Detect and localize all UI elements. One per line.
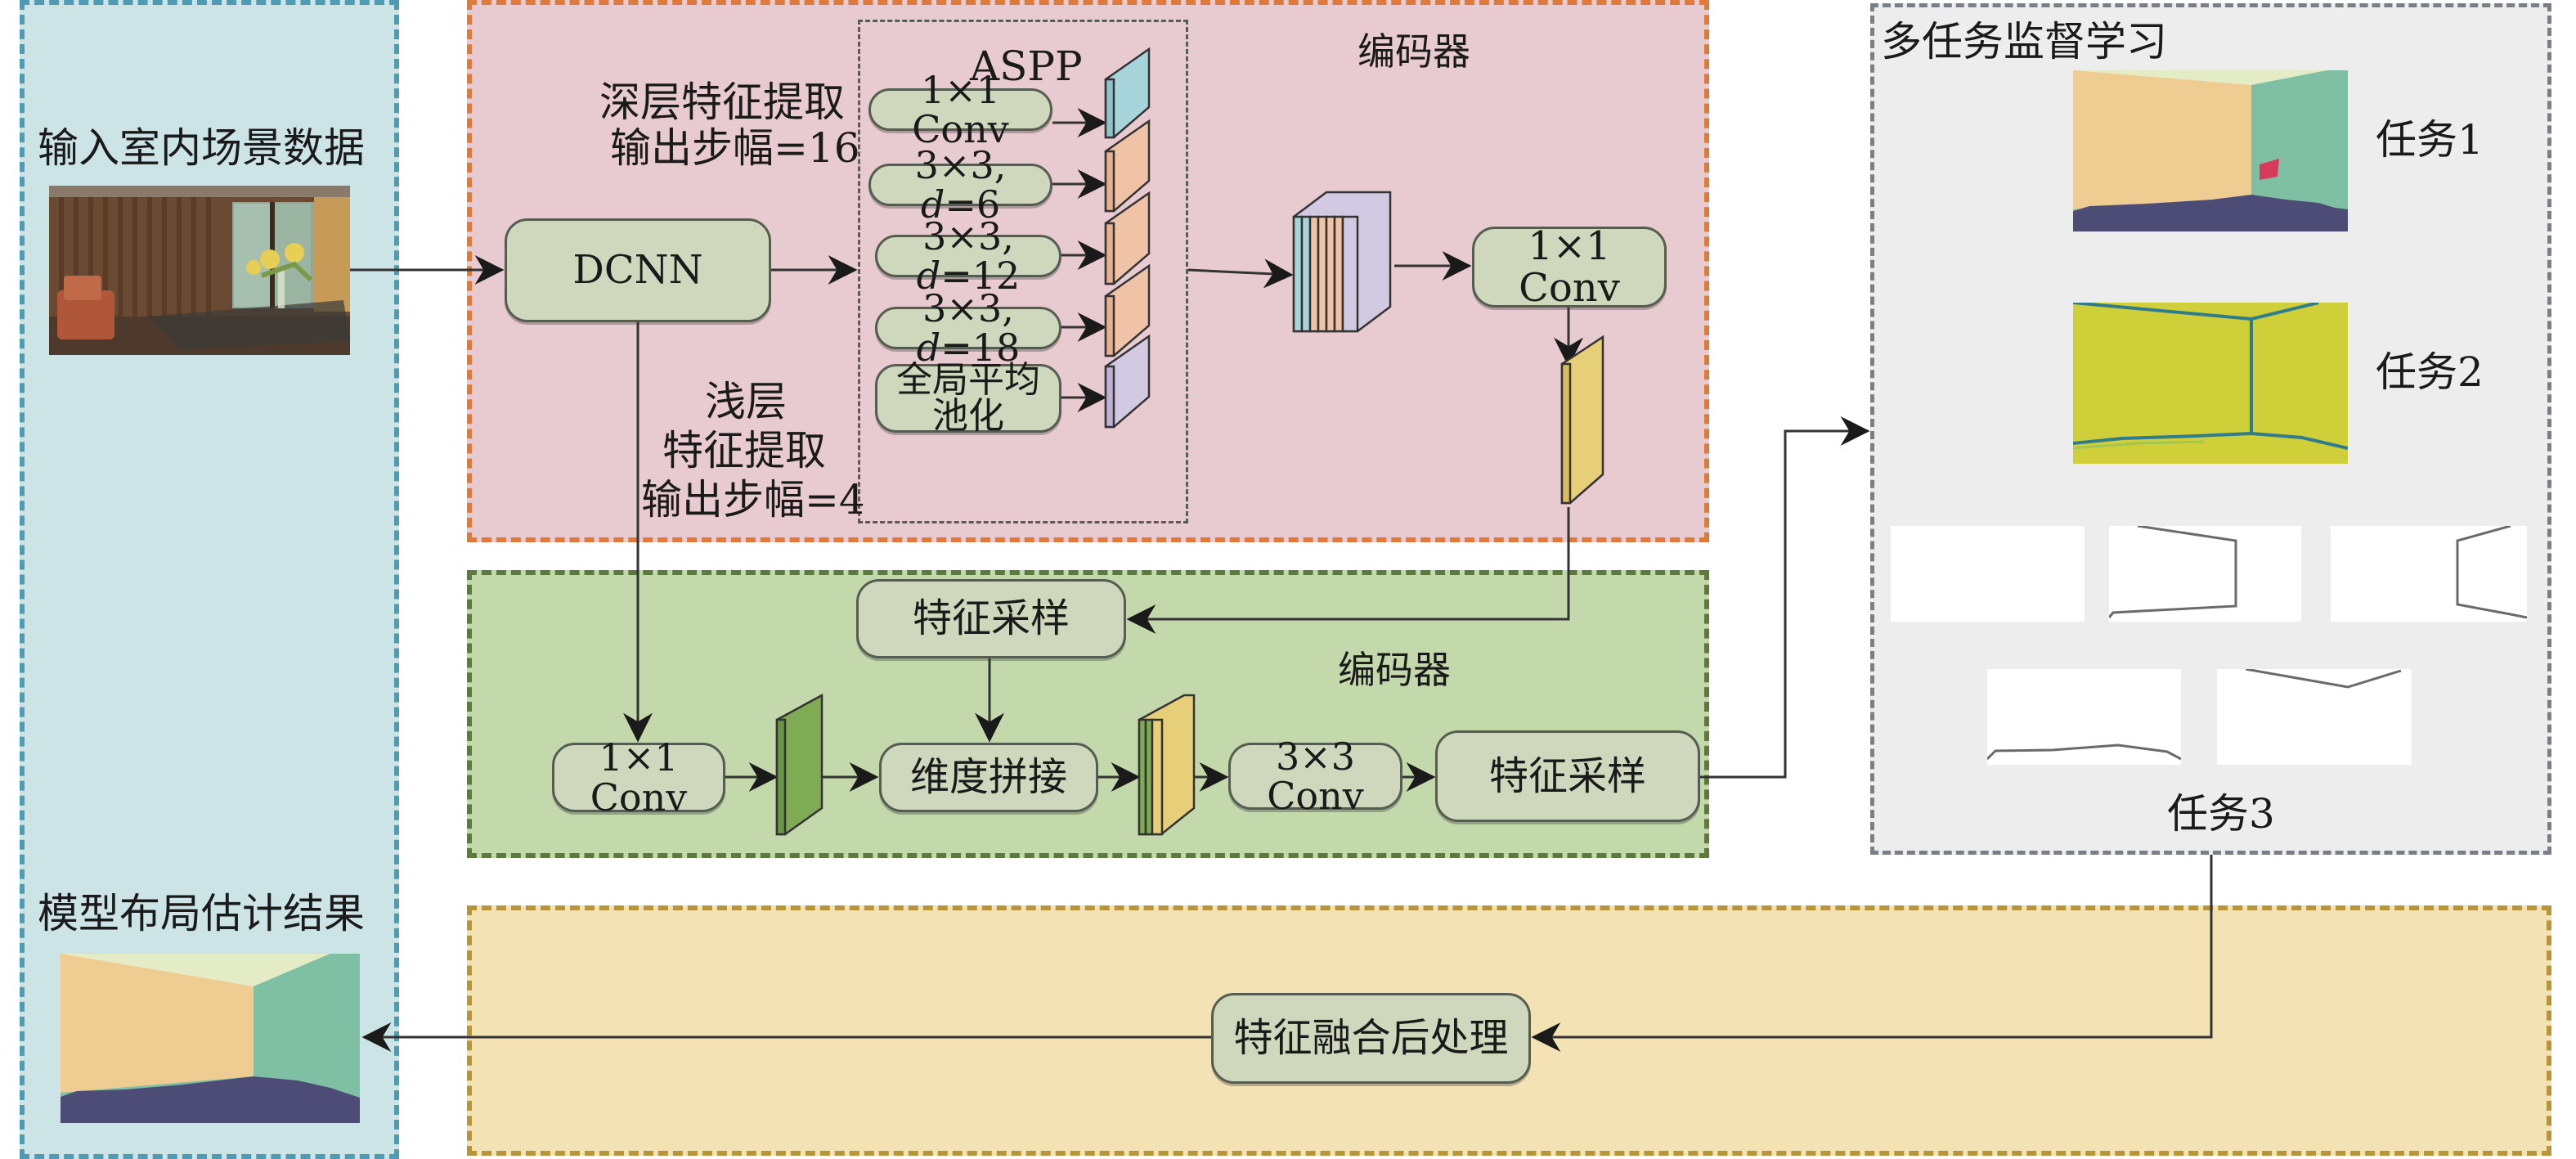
task1-label: 任务1 — [2376, 116, 2484, 164]
decoder-3x3-conv-box: 3×3 Conv — [1228, 737, 1402, 815]
aspp-branch-label: 3×3, d=12 — [916, 213, 1021, 298]
aspp-branch-label: 3×3, d=6 — [914, 142, 1007, 227]
shallow-feature-label-2: 特征提取 — [662, 427, 826, 474]
task1-segmentation-image — [2073, 70, 2348, 231]
decoder-1x1-conv-box: 1×1 Conv — [552, 738, 725, 817]
task2-label: 任务2 — [2376, 348, 2484, 396]
dcnn-box: DCNN — [505, 218, 771, 322]
aspp-branch-label: 全局平均池化 — [896, 359, 1040, 437]
aspp-branch-label: 3×3, d=18 — [916, 285, 1021, 370]
aspp-branch-label: 1×1 Conv — [912, 67, 1009, 151]
deep-feature-label-1: 深层特征提取 — [599, 79, 845, 126]
task3-line-map-1 — [1891, 526, 2085, 622]
indoor-scene-photo-icon — [49, 186, 350, 355]
decoder-title: 编码器 — [1338, 648, 1451, 692]
result-layout-image — [61, 954, 360, 1123]
deep-feature-label-2: 输出步幅=16 — [610, 124, 860, 172]
multitask-title: 多任务监督学习 — [1881, 18, 2167, 65]
input-photo — [49, 186, 350, 355]
encoder-1x1-conv-box: 1×1 Conv — [1472, 223, 1667, 311]
dcnn-label: DCNN — [572, 247, 703, 294]
arrow-decoder-to-multitask — [1700, 416, 1870, 779]
aspp-branch-global-pooling: 全局平均池化 — [875, 359, 1061, 437]
aspp-module-box — [858, 20, 1188, 523]
aspp-title: ASPP — [970, 43, 1083, 90]
conv1-label: 1×1 Conv — [590, 735, 688, 820]
encoder-conv-label: 1×1 Conv — [1519, 223, 1620, 311]
shallow-feature-label-3: 输出步幅=4 — [641, 476, 865, 523]
task1-segmentation-icon — [2073, 70, 2348, 231]
layout-segmentation-icon — [61, 954, 360, 1123]
input-title: 输入室内场景数据 — [38, 124, 365, 172]
concat-label: 维度拼接 — [909, 754, 1067, 801]
upsample-out-label: 特征采样 — [1488, 752, 1646, 799]
task3-line-map-3 — [2331, 526, 2527, 622]
aspp-branch-d6: 3×3, d=6 — [868, 146, 1052, 224]
upsample-label: 特征采样 — [912, 595, 1070, 642]
decoder-output-upsample-box: 特征采样 — [1435, 730, 1700, 822]
fusion-postprocess-box: 特征融合后处理 — [1211, 993, 1531, 1084]
aspp-branch-d18: 3×3, d=18 — [875, 289, 1061, 367]
conv3-label: 3×3 Conv — [1267, 734, 1364, 818]
aspp-branch-1x1-conv: 1×1 Conv — [868, 70, 1052, 149]
task3-line-map-5 — [2217, 669, 2412, 765]
task3-line-map-4 — [1987, 669, 2181, 765]
decoder-upsample-box: 特征采样 — [856, 579, 1126, 658]
task2-edge-image — [2073, 303, 2348, 464]
concat-box: 维度拼接 — [879, 743, 1098, 812]
encoder-title: 编码器 — [1358, 29, 1470, 74]
task3-label: 任务3 — [2167, 790, 2275, 838]
aspp-branch-d12: 3×3, d=12 — [875, 217, 1061, 295]
shallow-feature-label-1: 浅层 — [705, 378, 787, 425]
fusion-label: 特征融合后处理 — [1233, 1015, 1509, 1062]
result-title: 模型布局估计结果 — [38, 890, 365, 937]
task3-line-map-2 — [2109, 526, 2301, 622]
task2-edge-map-icon — [2073, 303, 2348, 464]
